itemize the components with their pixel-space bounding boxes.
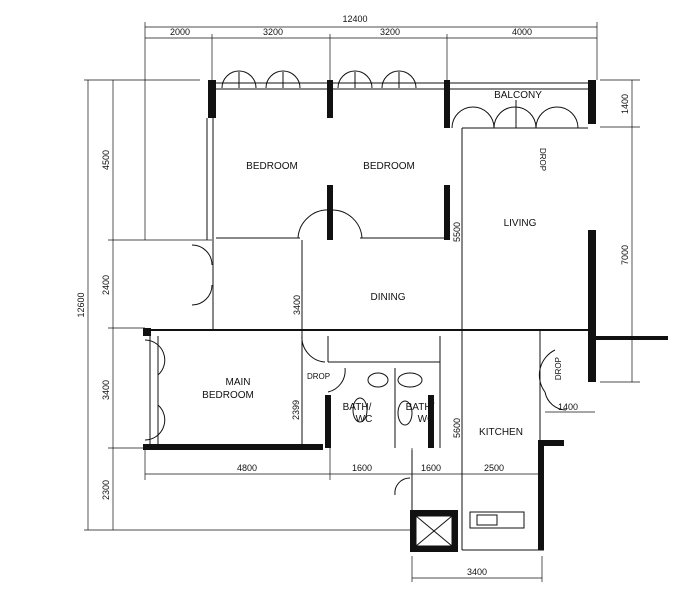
label-drop-2: DROP — [538, 148, 547, 171]
dim-left-total: 12600 — [76, 292, 86, 317]
dim-drop-height: 2399 — [291, 400, 301, 420]
label-drop-1: DROP — [307, 372, 330, 381]
dim-left-4: 2300 — [101, 480, 111, 500]
dim-left-1: 4500 — [101, 150, 111, 170]
walls — [143, 80, 596, 552]
dim-right-living: 7000 — [620, 245, 630, 265]
top-dimensions: 12400 2000 3200 3200 4000 — [144, 14, 598, 240]
dim-bottom-total: 3400 — [467, 567, 487, 577]
room-bath-2-a: BATH/ — [406, 402, 435, 413]
doors — [144, 70, 579, 529]
label-drop-3: DROP — [554, 357, 563, 380]
dim-service-width: 1400 — [558, 402, 578, 412]
dim-top-3: 3200 — [380, 27, 400, 37]
dim-right-balcony: 1400 — [620, 94, 630, 114]
room-main-bedroom-1: MAIN — [226, 377, 251, 388]
room-bedroom-2: BEDROOM — [363, 161, 415, 172]
dim-bottom-2: 1600 — [352, 463, 372, 473]
dim-bottom-4: 2500 — [484, 463, 504, 473]
interior-dimensions: 3400 2399 5500 5600 1400 4800 1600 1600 … — [144, 222, 595, 582]
room-labels: BEDROOM BEDROOM BALCONY LIVING DINING MA… — [202, 90, 563, 438]
right-dimensions: 1400 7000 — [590, 79, 668, 383]
dim-living-depth: 5500 — [452, 222, 462, 242]
dim-top-2: 3200 — [263, 27, 283, 37]
dim-top-4: 4000 — [512, 27, 532, 37]
dim-top-total: 12400 — [342, 14, 367, 24]
dim-bottom-1: 4800 — [237, 463, 257, 473]
room-dining: DINING — [371, 292, 406, 303]
room-living: LIVING — [504, 218, 537, 229]
dim-bottom-3: 1600 — [421, 463, 441, 473]
left-dimensions: 12600 4500 2400 3400 2300 — [76, 79, 410, 531]
room-bath-2-b: WC — [418, 414, 435, 425]
dim-top-1: 2000 — [170, 27, 190, 37]
room-bedroom-1: BEDROOM — [246, 161, 298, 172]
room-bath-1-a: BATH/ — [343, 402, 372, 413]
dim-dining-height: 3400 — [292, 295, 302, 315]
dim-left-2: 2400 — [101, 275, 111, 295]
room-bath-1-b: WC — [356, 414, 373, 425]
room-main-bedroom-2: BEDROOM — [202, 390, 254, 401]
dim-kitchen-depth: 5600 — [452, 418, 462, 438]
dim-left-3: 3400 — [101, 380, 111, 400]
room-kitchen: KITCHEN — [479, 427, 523, 438]
room-balcony: BALCONY — [494, 90, 542, 101]
